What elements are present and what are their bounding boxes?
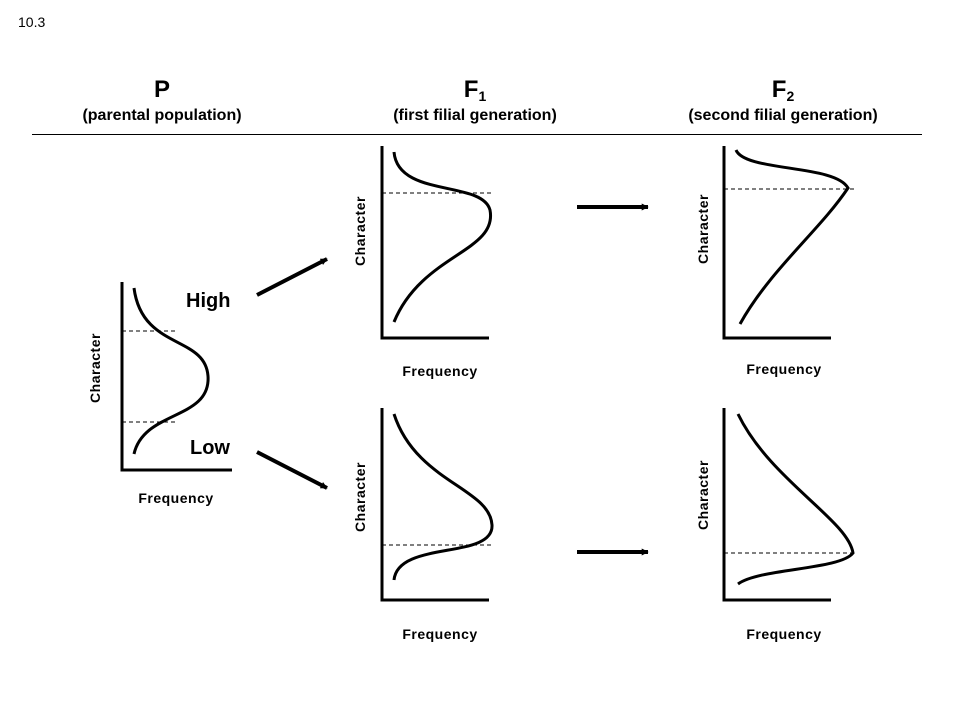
header-p: P <box>112 76 212 104</box>
header-f2: F2 <box>733 76 833 104</box>
f2-high-y-axis-label: Character <box>695 194 711 264</box>
graph-p-axes <box>120 282 232 472</box>
header-f1: F1 <box>425 76 525 104</box>
header-f1-subtitle: (first filial generation) <box>393 107 557 124</box>
graph-f1-high <box>380 146 493 340</box>
header-f2-title: F <box>771 76 787 103</box>
graph-f1-low <box>380 408 494 602</box>
f1-low-x-axis-label: Frequency <box>402 626 478 642</box>
f1-low-y-axis-label: Character <box>352 462 368 532</box>
p-y-axis-label: Character <box>87 333 103 403</box>
label-high: High <box>186 290 231 312</box>
header-f2-subscript: 2 <box>786 88 795 104</box>
graph-f1-high-curve <box>392 151 492 323</box>
graph-f1-low-axes <box>380 408 489 602</box>
slide-number: 10.3 <box>18 14 46 30</box>
arrow-to-f1-high <box>256 257 328 297</box>
graph-f2-high <box>722 146 856 340</box>
graph-f2-high-axes <box>722 146 831 340</box>
graph-f2-low-curve <box>736 413 855 586</box>
f1-high-x-axis-label: Frequency <box>402 363 478 379</box>
f2-high-x-axis-label: Frequency <box>746 361 822 377</box>
header-f2-subtitle: (second filial generation) <box>688 107 878 124</box>
f1-high-y-axis-label: Character <box>352 196 368 266</box>
header-p-subtitle: (parental population) <box>82 107 242 124</box>
f2-low-y-axis-label: Character <box>695 460 711 530</box>
graph-f1-high-axes <box>380 146 489 340</box>
graph-f2-low <box>722 408 856 602</box>
header-p-title: P <box>153 76 170 103</box>
arrow-to-f1-low <box>256 450 328 490</box>
graph-f2-low-axes <box>722 408 831 602</box>
graph-f2-high-curve <box>734 149 850 325</box>
header-f1-title: F <box>463 76 479 103</box>
graph-p-curve <box>132 287 210 455</box>
f2-low-x-axis-label: Frequency <box>746 626 822 642</box>
header-divider <box>32 134 922 135</box>
p-x-axis-label: Frequency <box>138 490 214 506</box>
label-low: Low <box>190 437 230 459</box>
header-f1-subscript: 1 <box>478 88 487 104</box>
graph-f1-low-curve <box>392 413 494 581</box>
graph-p <box>120 282 232 472</box>
